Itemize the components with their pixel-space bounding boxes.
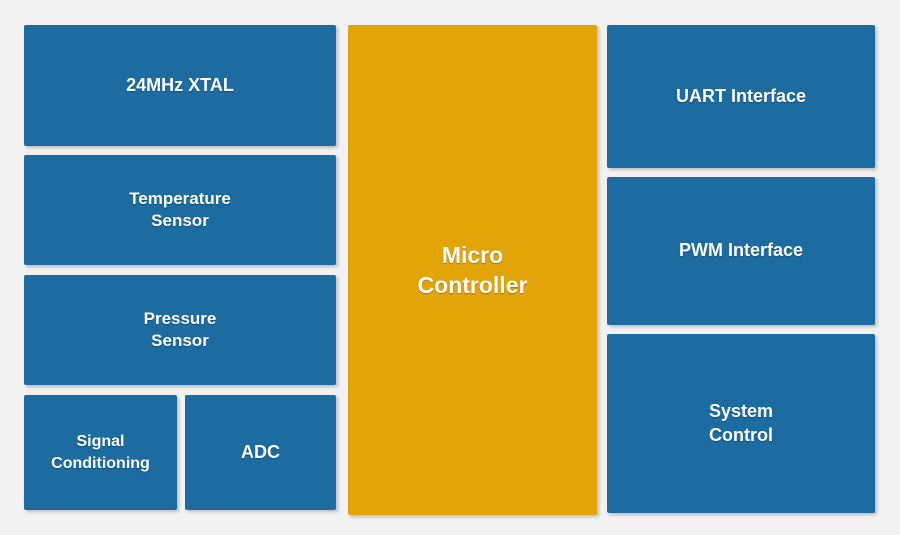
block-24mhz-xtal-label: 24MHz XTAL — [126, 74, 234, 95]
block-uart-interface-label: UART Interface — [675, 85, 807, 106]
block-micro-controller-label: Micro Controller — [417, 241, 528, 298]
block-24mhz-xtal[interactable]: 24MHz XTAL — [24, 25, 336, 146]
block-pressure-sensor[interactable]: Pressure Sensor — [24, 275, 336, 385]
block-signal-conditioning-label: Signal Conditioning — [51, 433, 150, 472]
block-pressure-sensor-label: Pressure Sensor — [143, 308, 217, 350]
block-adc-label: ADC — [241, 441, 280, 462]
block-system-control-label: System Control — [708, 400, 774, 445]
block-temperature-sensor-label: Temperature Sensor — [129, 188, 231, 230]
block-micro-controller[interactable]: Micro Controller — [348, 25, 597, 515]
block-pwm-interface-label: PWM Interface — [678, 240, 804, 261]
block-adc[interactable]: ADC — [185, 395, 336, 510]
block-signal-conditioning[interactable]: Signal Conditioning — [24, 395, 177, 510]
block-temperature-sensor[interactable]: Temperature Sensor — [24, 155, 336, 265]
block-pwm-interface[interactable]: PWM Interface — [607, 177, 875, 325]
block-system-control[interactable]: System Control — [607, 334, 875, 513]
block-uart-interface[interactable]: UART Interface — [607, 25, 875, 168]
